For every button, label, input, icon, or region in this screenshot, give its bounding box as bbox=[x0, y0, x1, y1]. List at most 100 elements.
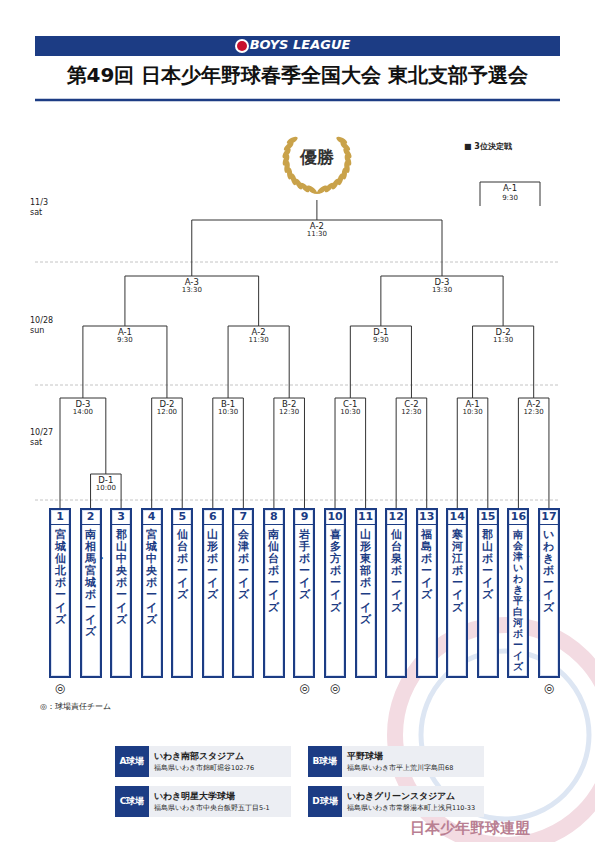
match-code: A-1 bbox=[503, 184, 517, 194]
team-box: 16 南会津・いわき平・白河ボーイズ bbox=[507, 508, 529, 678]
league-emblem bbox=[237, 41, 247, 51]
bracket-line bbox=[317, 220, 442, 276]
header-band bbox=[35, 36, 560, 56]
team-box: 4宮城中央ボーイズ bbox=[141, 508, 163, 678]
match-label: A-211:30 bbox=[306, 220, 328, 239]
venue-name: いわきグリーンスタジアム bbox=[342, 786, 484, 804]
champion-text: 優勝 bbox=[272, 146, 362, 169]
match-code: D-2 bbox=[493, 328, 513, 337]
match-code: A-2 bbox=[307, 222, 327, 231]
match-code: D-3 bbox=[73, 400, 93, 409]
team-number: 3 bbox=[112, 510, 130, 525]
venue-address: 福島県いわき市錦町堀谷102-76 bbox=[149, 764, 291, 777]
venue-box: C球場いわき明星大学球場福島県いわき市中央台飯野五丁目5-1 bbox=[115, 786, 291, 817]
match-label: B-110:30 bbox=[217, 398, 239, 417]
team-box: 14寒河江ボーイズ bbox=[446, 508, 468, 678]
laurel-wreath bbox=[272, 135, 362, 200]
bracket-line bbox=[381, 276, 442, 326]
team-name: 郡山中央ボーイズ bbox=[116, 529, 127, 626]
match-time: 10:30 bbox=[340, 409, 360, 417]
team-number: 10 bbox=[326, 510, 344, 525]
match-code: A-2 bbox=[249, 328, 269, 337]
match-time: 12:30 bbox=[401, 409, 421, 417]
match-code: D-1 bbox=[373, 328, 389, 337]
host-mark: ◎ bbox=[544, 682, 554, 696]
day-divider bbox=[35, 500, 560, 501]
match-label: C-110:30 bbox=[339, 398, 361, 417]
team-number: 8 bbox=[265, 510, 283, 525]
team-box: 5 仙台ボーイズ bbox=[171, 508, 193, 678]
team-number: 5 bbox=[173, 510, 191, 525]
bracket-line bbox=[442, 276, 503, 326]
league-emblem bbox=[235, 39, 249, 53]
match-label: A-211:30 bbox=[248, 326, 270, 345]
team-name: 宮城仙北ボーイズ bbox=[55, 529, 66, 626]
champion-badge: 優勝 bbox=[272, 135, 362, 200]
venue-box: A球場いわき南部スタジアム福島県いわき市錦町堀谷102-76 bbox=[115, 746, 291, 777]
venue-address: 福島県いわき市常磐湯本町上浅貝110-33 bbox=[342, 804, 484, 817]
team-number: 12 bbox=[387, 510, 405, 525]
third-place-title: ■ 3位決定戦 bbox=[464, 142, 512, 151]
team-name: 岩手ボーイズ bbox=[299, 529, 310, 602]
match-time: 11:30 bbox=[493, 337, 513, 345]
match-code: C-1 bbox=[340, 400, 360, 409]
match-code: A-1 bbox=[462, 400, 482, 409]
team-box: 8 南仙台ボーイズ bbox=[263, 508, 285, 678]
match-label: A-110:30 bbox=[461, 398, 483, 417]
laurel-leaf bbox=[335, 135, 348, 145]
team-box: 9岩手ボーイズ bbox=[293, 508, 315, 678]
date-label: 11/3 bbox=[30, 198, 48, 207]
team-box: 12仙台泉ボーイズ bbox=[385, 508, 407, 678]
title-rule bbox=[35, 99, 560, 102]
venue-box: B球場平野球場福島県いわき市平上荒川字島田68 bbox=[308, 746, 484, 777]
bracket-line bbox=[192, 220, 317, 276]
match-label: A-19:30 bbox=[116, 326, 134, 345]
match-code: D-2 bbox=[157, 400, 177, 409]
match-time: 10:30 bbox=[462, 409, 482, 417]
team-number: 15 bbox=[479, 510, 497, 525]
match-label: D-19:30 bbox=[372, 326, 390, 345]
match-label: D-110:00 bbox=[95, 474, 117, 493]
match-code: D-3 bbox=[432, 278, 452, 287]
league-logo: BOYS LEAGUE bbox=[250, 38, 351, 53]
match-time: 9:30 bbox=[117, 337, 133, 345]
team-box: 1 宮城仙北ボーイズ bbox=[49, 508, 71, 678]
match-time: 13:30 bbox=[182, 287, 202, 295]
team-name: 仙台ボーイズ bbox=[177, 529, 188, 602]
match-label: D-313:30 bbox=[431, 276, 453, 295]
team-number: 7 bbox=[234, 510, 252, 525]
match-code: B-2 bbox=[279, 400, 299, 409]
team-number: 13 bbox=[418, 510, 436, 525]
team-number: 1 bbox=[51, 510, 69, 525]
venue-code: C球場 bbox=[115, 786, 149, 817]
team-number: 14 bbox=[448, 510, 466, 525]
team-number: 17 bbox=[540, 510, 558, 525]
match-label: C-212:30 bbox=[400, 398, 422, 417]
bracket-line bbox=[192, 276, 259, 326]
laurel-leaf bbox=[286, 135, 299, 145]
team-box: 13福島ボーイズ bbox=[416, 508, 438, 678]
match-time: 9:30 bbox=[502, 194, 518, 202]
team-number: 16 bbox=[509, 510, 527, 525]
host-note: ◎：球場責任チーム bbox=[40, 702, 111, 711]
team-number: 6 bbox=[204, 510, 222, 525]
team-name: 山形ボーイズ bbox=[207, 529, 218, 602]
match-label: B-212:30 bbox=[278, 398, 300, 417]
team-name: いわきボーイズ bbox=[543, 529, 554, 614]
team-name: 南会津・いわき平・白河ボーイズ bbox=[513, 529, 523, 672]
venue-name: 平野球場 bbox=[342, 746, 484, 764]
weekday-label: sat bbox=[30, 208, 42, 217]
team-name: 南仙台ボーイズ bbox=[268, 529, 279, 614]
venue-name: いわき南部スタジアム bbox=[149, 746, 291, 764]
match-time: 12:30 bbox=[279, 409, 299, 417]
team-box: 15郡山ボーイズ bbox=[477, 508, 499, 678]
laurel-stem bbox=[312, 191, 322, 193]
venue-address: 福島県いわき市中央台飯野五丁目5-1 bbox=[149, 804, 291, 817]
team-box: 3 郡山中央ボーイズ bbox=[110, 508, 132, 678]
venue-code: B球場 bbox=[308, 746, 342, 777]
team-name: 会津ボーイズ bbox=[238, 529, 249, 602]
host-mark: ◎ bbox=[299, 682, 309, 696]
bracket-line bbox=[316, 200, 317, 220]
